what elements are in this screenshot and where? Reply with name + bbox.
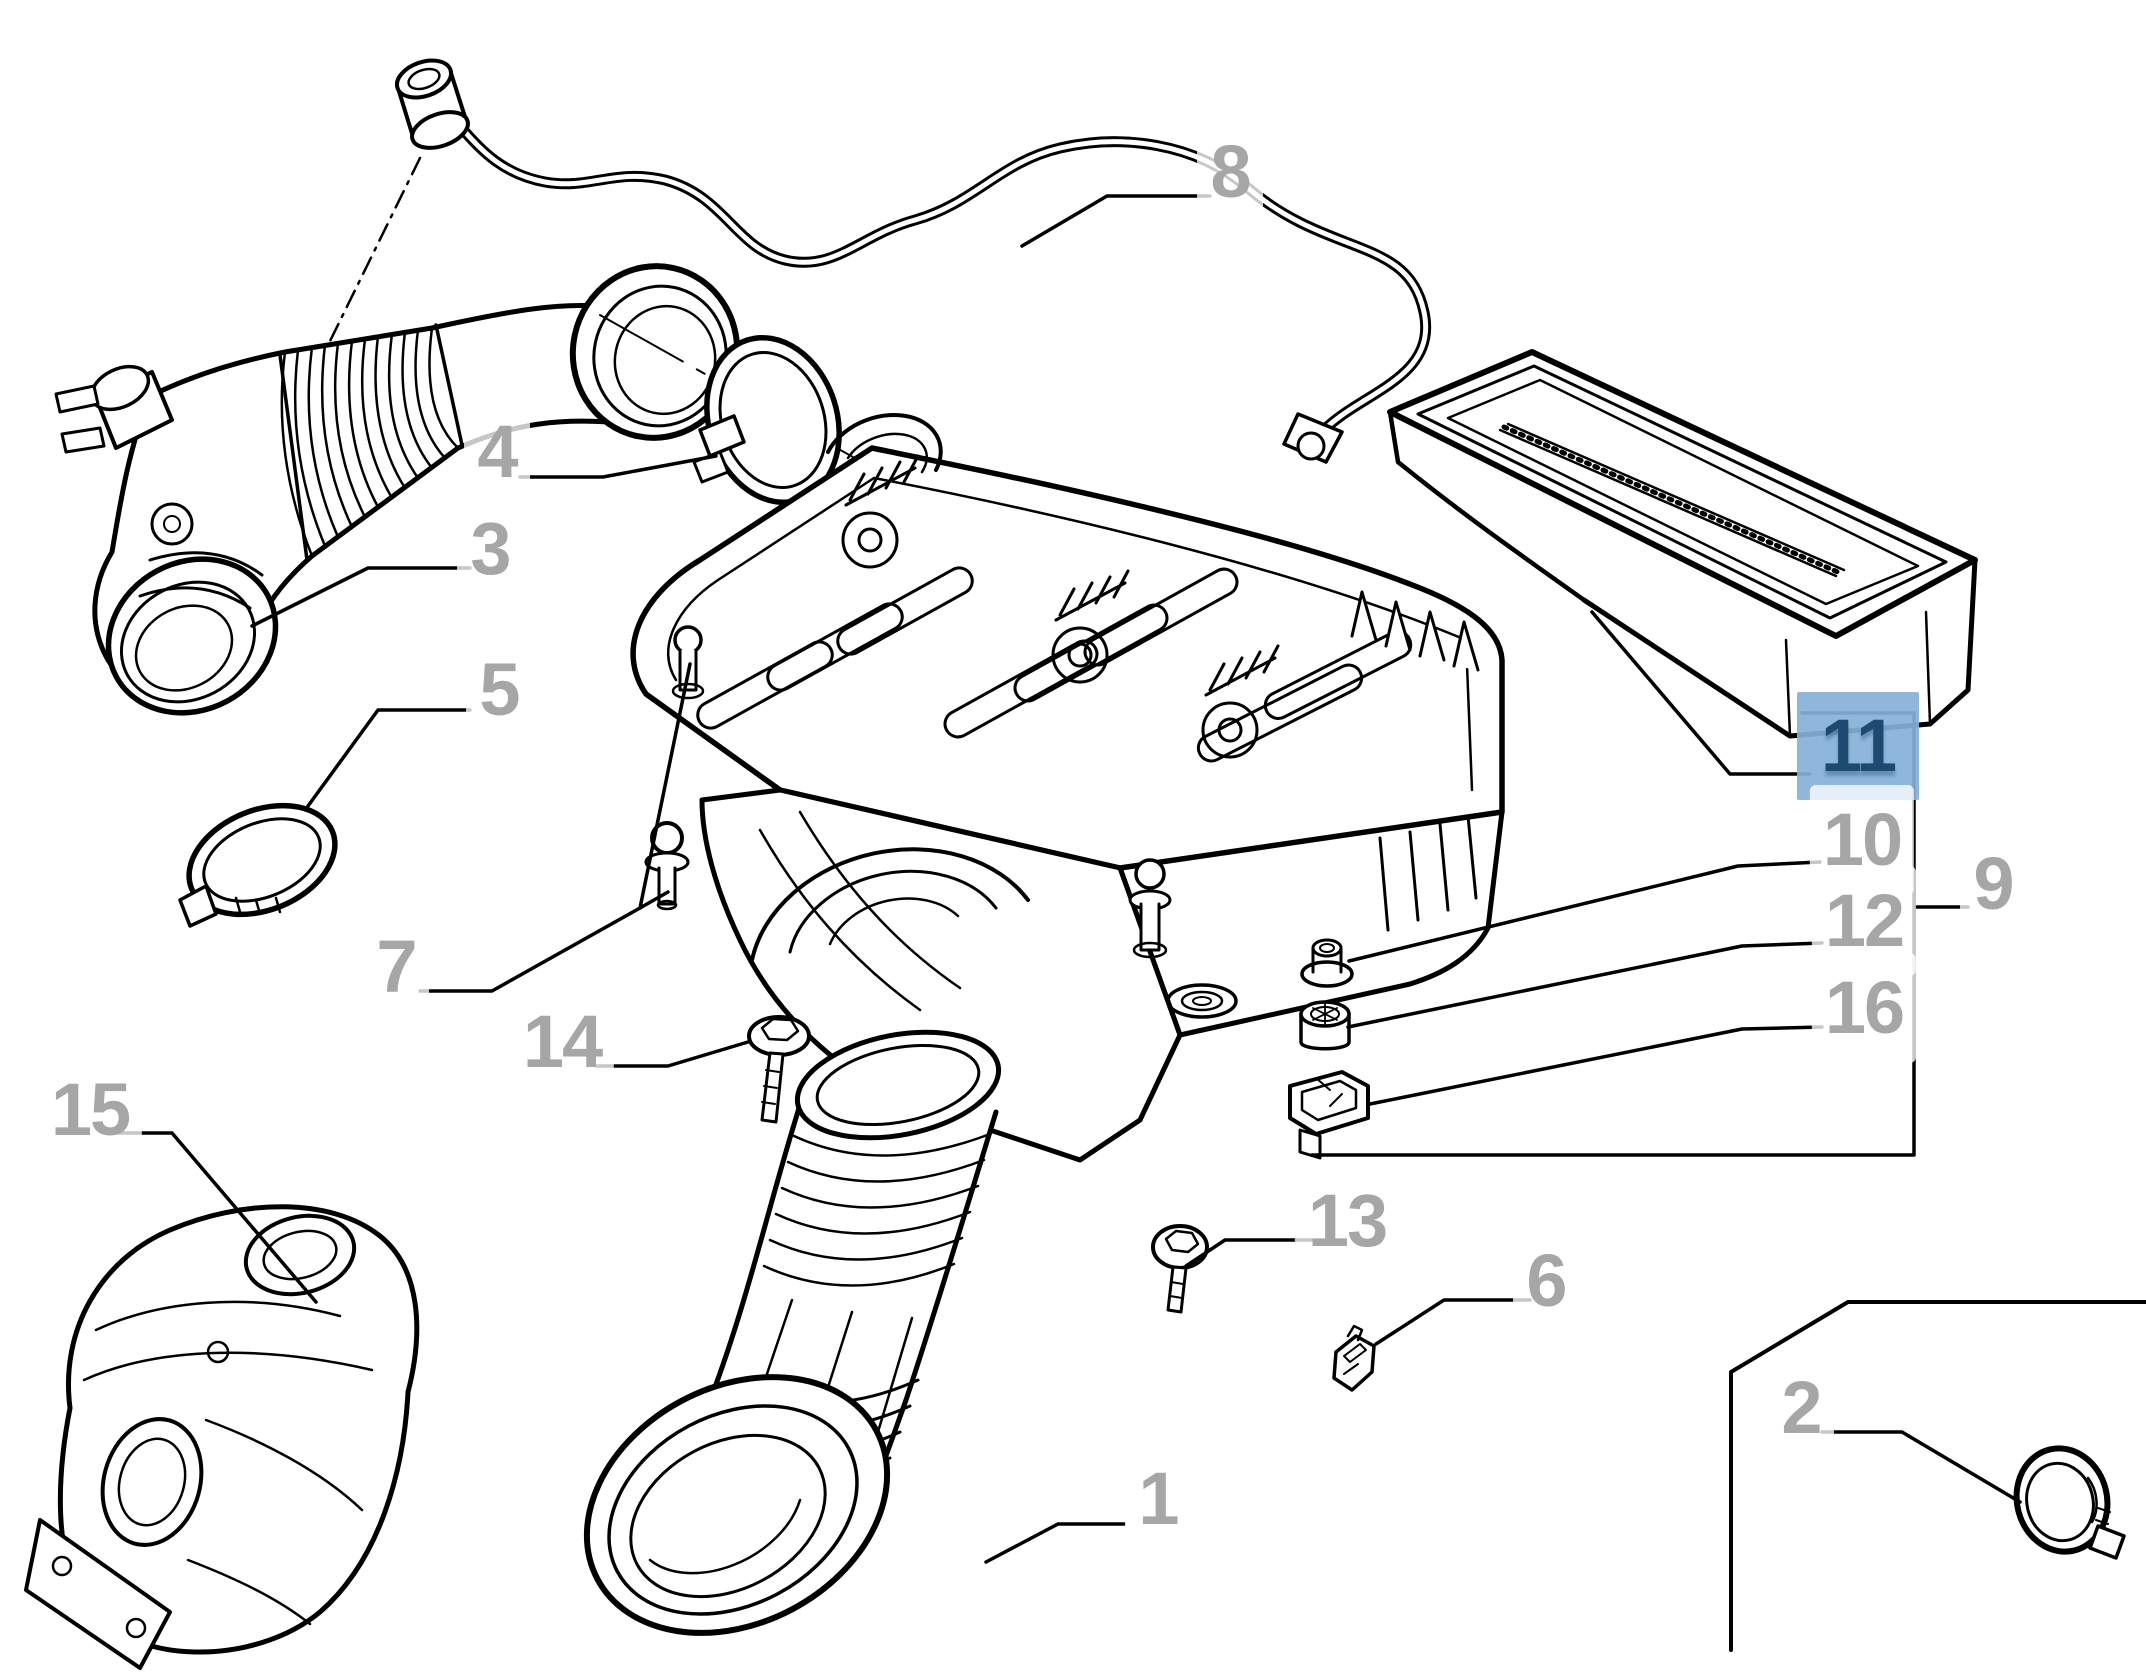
- leader-14: [594, 1040, 750, 1068]
- part-clamp-5: [178, 802, 338, 928]
- part-hose-clamp-2: [2013, 1445, 2126, 1560]
- callout-9[interactable]: 9: [1960, 829, 2026, 939]
- callout-16[interactable]: 16: [1811, 953, 1917, 1063]
- callout-4[interactable]: 4: [464, 397, 530, 507]
- bracket-right-edge: [1729, 1300, 2146, 1652]
- part-air-cleaner-box: [630, 412, 1505, 1163]
- leader-lines: [116, 194, 2022, 1564]
- leader-3: [250, 566, 472, 628]
- callout-3[interactable]: 3: [457, 494, 523, 604]
- part-resonator: [24, 1204, 420, 1670]
- leader-10: [1347, 860, 1822, 963]
- callout-7[interactable]: 7: [363, 912, 429, 1022]
- leader-13: [1184, 1238, 1314, 1268]
- part-screw-13: [1151, 1224, 1209, 1314]
- callout-6[interactable]: 6: [1513, 1226, 1579, 1336]
- part-outlet-hose: [583, 1029, 1002, 1636]
- callout-1[interactable]: 1: [1125, 1444, 1191, 1554]
- leader-1: [984, 1522, 1126, 1564]
- part-bolt-7: [644, 821, 690, 911]
- part-cap-10: [1300, 938, 1354, 988]
- part-air-filter-element: [1387, 349, 1978, 739]
- part-screw-14: [747, 1015, 811, 1124]
- leader-8: [1020, 194, 1212, 248]
- leader-4: [518, 454, 718, 479]
- leader-7: [418, 662, 692, 993]
- part-clamp-4: [692, 334, 842, 506]
- callout-2[interactable]: 2: [1768, 1353, 1834, 1463]
- leader-16: [1368, 1025, 1824, 1106]
- leader-6: [1374, 1298, 1532, 1346]
- leader-11: [1590, 610, 1812, 776]
- callout-13[interactable]: 13: [1294, 1166, 1400, 1276]
- part-bushing-12: [1299, 1000, 1351, 1051]
- callout-8[interactable]: 8: [1197, 117, 1263, 227]
- part-sensor-6: [1332, 1324, 1376, 1392]
- leader-12: [1346, 941, 1824, 1029]
- callout-11-selected[interactable]: 11: [1797, 692, 1919, 800]
- callout-14[interactable]: 14: [509, 987, 615, 1097]
- callout-5[interactable]: 5: [466, 635, 532, 745]
- part-map-sensor-16: [1288, 1070, 1370, 1160]
- leader-2: [1820, 1430, 2022, 1504]
- callout-15[interactable]: 15: [37, 1055, 143, 1165]
- leader-5: [306, 708, 472, 808]
- part-vacuum-pipe: [186, 58, 1432, 632]
